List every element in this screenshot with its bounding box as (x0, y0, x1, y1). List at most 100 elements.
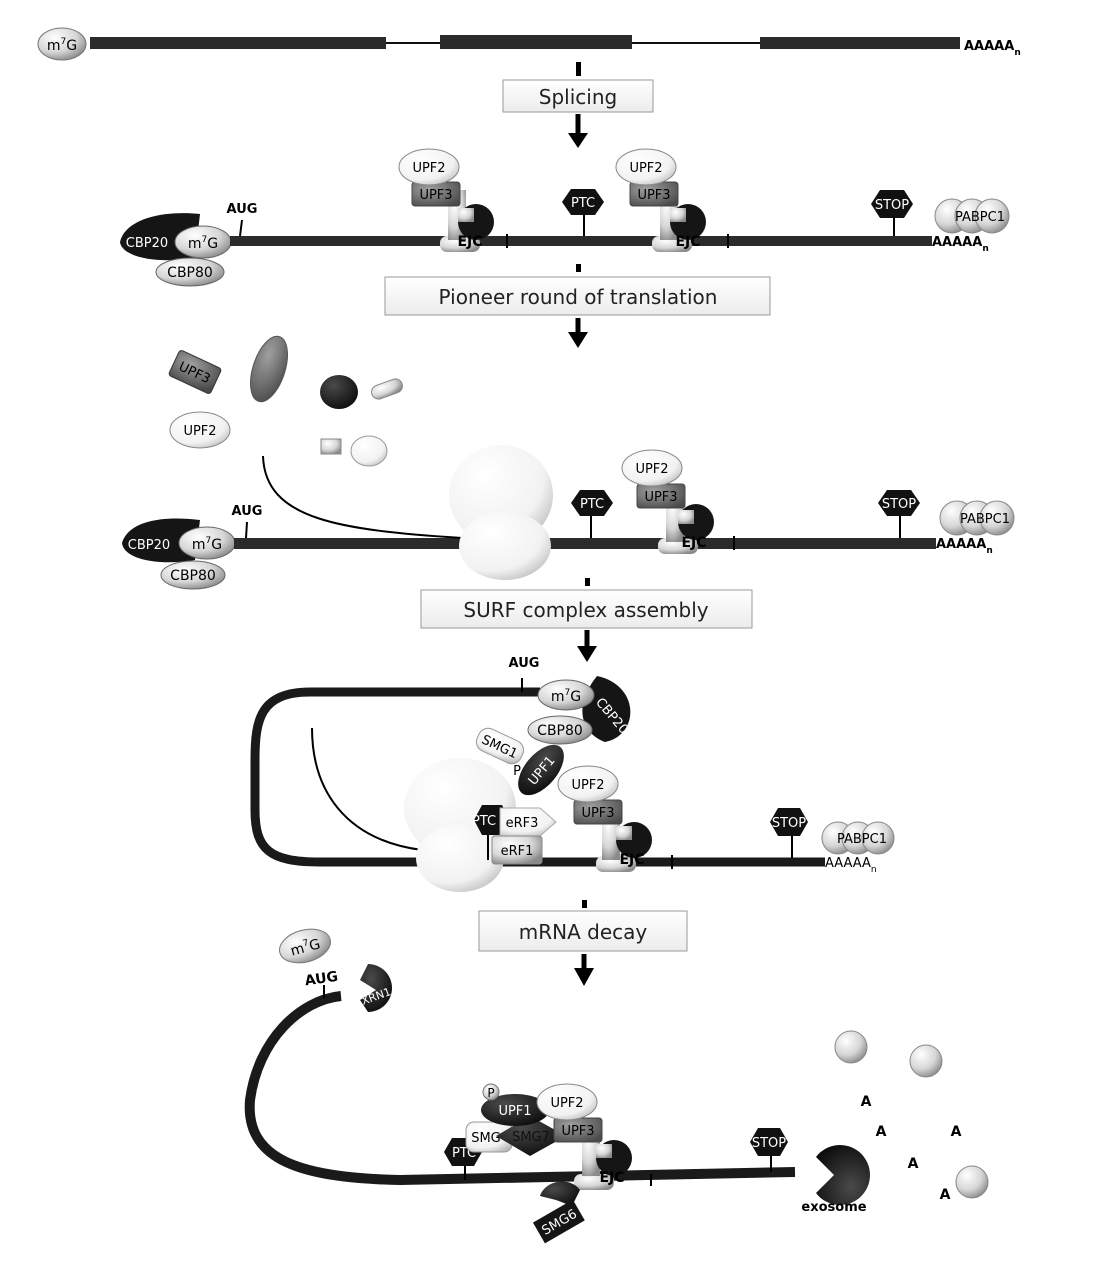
upf2-label: UPF2 (571, 778, 604, 793)
cap-m7g-released (279, 928, 331, 964)
polya-tail: AAAAAn (825, 856, 877, 875)
step-box (478, 910, 688, 952)
pabpc1-protein (861, 821, 895, 855)
stop-sign-icon (770, 808, 808, 836)
xrn1-exonuclease-icon (360, 964, 392, 1012)
cap-m7g (537, 679, 595, 711)
ejc-component-ellipse (250, 335, 288, 403)
ejc-square (596, 1144, 612, 1158)
mrna-strand (234, 538, 936, 549)
ejc-rod-released (371, 378, 403, 400)
polya-tail: AAAAAn (964, 39, 1021, 58)
upf2-protein (557, 765, 619, 803)
arrow-down-icon (568, 133, 588, 148)
ejc-core-released (320, 375, 358, 409)
aug-tick (239, 219, 243, 237)
released-pabpc1 (834, 1030, 868, 1064)
released-pabpc1 (909, 1044, 943, 1078)
connector (582, 900, 587, 908)
pre-mrna: m7G AAAAAn (37, 27, 1021, 61)
ptc-stop-sign-icon (571, 490, 613, 516)
step-surf-assembly: SURF complex assembly (420, 578, 753, 662)
ejc-label: EJC (457, 234, 482, 250)
connector (576, 264, 581, 272)
ejc-complex: EJC UPF3 UPF2 (536, 1083, 652, 1190)
smg5-label: SMG (471, 1131, 501, 1146)
pabpc1-label: PABPC1 (955, 210, 1005, 225)
cbp80-label: CBP80 (537, 723, 583, 739)
upf1-protein (518, 744, 564, 796)
exon-1 (90, 37, 386, 49)
upf3-released: UPF3 (168, 350, 222, 394)
phosphate-label: P (513, 764, 521, 779)
cbp80-protein (155, 257, 225, 287)
smg6-nuclease-icon (540, 1181, 580, 1206)
polya-tail: AAAAAn (936, 537, 993, 556)
mrna-loop (250, 687, 825, 867)
ejc-base (574, 1174, 614, 1190)
released-adenosine: A (861, 1094, 872, 1110)
stop-sign-icon (871, 190, 913, 218)
step-label: Pioneer round of translation (439, 285, 718, 309)
ribosome-small-subunit (459, 512, 551, 580)
ejc-square-released (320, 438, 342, 455)
nascent-peptide (262, 455, 463, 539)
cap-label: m7G (188, 235, 218, 252)
surf-complex-mrna: AUG CBP20 m7G CBP80 SMG1 P UPF1 PTC eRF3… (250, 656, 895, 892)
ejc-complex: EJC UPF3 UPF2 (621, 449, 735, 554)
pabpc1-label: PABPC1 (960, 512, 1010, 527)
upf3-label: UPF3 (637, 188, 670, 203)
upf3-label: UPF3 (419, 188, 452, 203)
upf2-label: UPF2 (635, 462, 668, 477)
ejc-label: EJC (681, 535, 706, 551)
connector (585, 578, 590, 586)
step-mrna-decay: mRNA decay (478, 900, 688, 986)
cap-label: m7G (192, 536, 222, 553)
erf3-label: eRF3 (506, 816, 539, 831)
ptc-label: PTC (472, 814, 496, 829)
upf2-label: UPF2 (629, 161, 662, 176)
ejc-square (458, 208, 474, 222)
smg6-protein: SMG6 (532, 1199, 585, 1244)
ptc-label: PTC (580, 497, 604, 512)
stop-label: STOP (882, 497, 916, 512)
ejc-small-released (350, 435, 388, 467)
cbp20-protein (582, 676, 631, 742)
translating-mrna: CBP20 CBP80 m7G AUG PTC EJC UPF3 UPF2 ST… (122, 445, 1015, 590)
cap-label: m7G (47, 37, 77, 54)
step-label: Splicing (539, 85, 617, 109)
stop-sign-icon (878, 490, 920, 516)
arrow-down-icon (577, 646, 597, 662)
mrna-strand (230, 236, 932, 246)
ejc-label: EJC (599, 1170, 624, 1186)
nascent-peptide (311, 727, 423, 851)
phosphate-label: P (487, 1086, 494, 1100)
cap-label: m7G (551, 688, 581, 705)
pabpc1-label: PABPC1 (837, 832, 887, 847)
ejc-complex: EJC UPF3 UPF2 (615, 148, 729, 252)
exosome-icon (816, 1144, 870, 1205)
released-pabpc1 (955, 1165, 989, 1199)
smg7-protein (496, 1116, 566, 1156)
upf2-label: UPF2 (550, 1096, 583, 1111)
released-adenosine: A (908, 1156, 919, 1172)
ejc-complex: EJC UPF3 UPF2 (557, 765, 673, 872)
upf1-label: UPF1 (498, 1104, 531, 1119)
exon-2 (440, 35, 632, 49)
upf2-protein (621, 449, 683, 487)
aug-label: AUG (304, 969, 339, 989)
stop-sign-icon (750, 1128, 788, 1156)
upf2-protein (536, 1083, 598, 1121)
spliced-mrna: CBP20 CBP80 m7G AUG EJC UPF3 UPF2 PTC (120, 148, 1010, 287)
ribosome-small-subunit (416, 824, 504, 892)
released-adenosine: A (876, 1124, 887, 1140)
pabpc1-protein (974, 198, 1010, 234)
upf2-label: UPF2 (412, 161, 445, 176)
upf1-protein (481, 1094, 549, 1126)
ptc-stop-sign-icon (562, 189, 604, 215)
cbp80-protein (160, 560, 226, 590)
aug-tick (245, 521, 248, 539)
exosome-label: exosome (801, 1200, 866, 1215)
cbp20-label: CBP20 (128, 538, 170, 553)
